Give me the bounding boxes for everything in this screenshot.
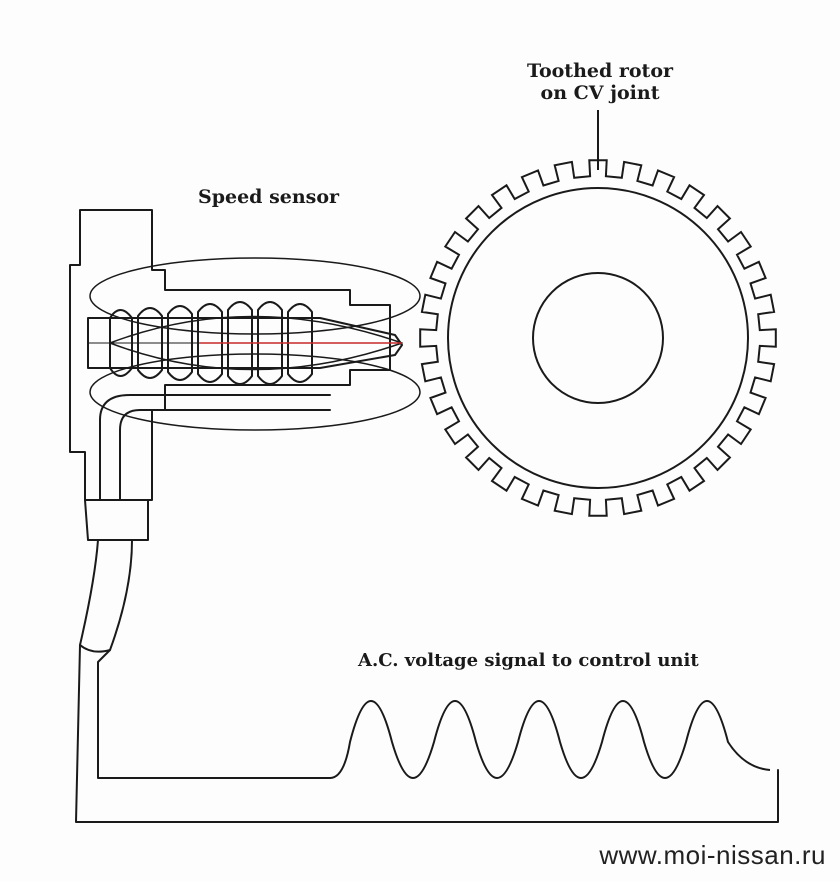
sensor-collar [84, 499, 149, 541]
speed-sensor-label: Speed sensor [198, 186, 340, 208]
rotor-label-line2: on CV joint [540, 82, 660, 104]
coil-windings [109, 301, 313, 385]
ac-signal-waveform [329, 700, 771, 779]
toothed-rotor [419, 159, 777, 517]
signal-label: A.C. voltage signal to control unit [358, 650, 699, 671]
rotor-label-line1: Toothed rotor [526, 60, 674, 82]
rotor-label: Toothed rotor on CV joint [510, 60, 690, 104]
rotor-inner-ring [447, 187, 749, 489]
rotor-hub [532, 272, 664, 404]
magnetic-field-lines [89, 257, 421, 431]
sensor-cable [75, 539, 779, 823]
wire-channel [99, 394, 331, 501]
watermark: www.moi-nissan.ru [599, 840, 826, 870]
rotor-teeth-outline [419, 159, 777, 517]
sensor-housing [69, 209, 391, 501]
